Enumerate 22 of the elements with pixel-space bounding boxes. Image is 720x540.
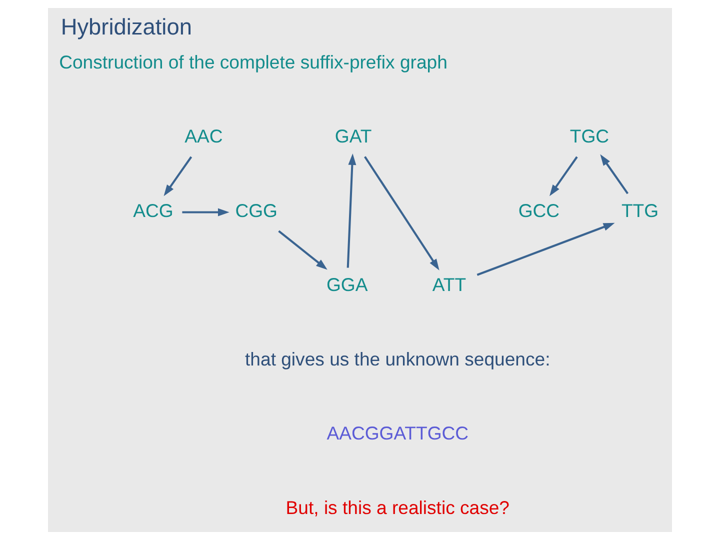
- node-text: ACG: [133, 200, 174, 221]
- arrow: [600, 154, 629, 194]
- label: But, is this a realistic case?: [286, 496, 510, 518]
- arrow: [278, 230, 328, 270]
- node-text: TGC: [570, 126, 610, 147]
- diagram-title: Hybridization: [60, 13, 192, 40]
- node-text: GGA: [326, 274, 368, 296]
- node-text: GCC: [518, 200, 560, 221]
- label: Construction of the complete suffix-prefix graph: [59, 51, 448, 72]
- arrow: [182, 208, 230, 216]
- node-text: AAC: [184, 126, 223, 147]
- arrow: [476, 222, 615, 276]
- label: that gives us the unknown sequence:: [245, 348, 550, 370]
- node-text: GAT: [334, 126, 372, 147]
- node-text: CGG: [235, 200, 278, 221]
- label: AACGGATTGCC: [326, 422, 469, 444]
- node-text: ATT: [432, 274, 466, 296]
- arrow: [550, 156, 578, 196]
- arrow: [346, 154, 356, 268]
- arrow: [164, 156, 192, 196]
- arrow: [364, 156, 440, 270]
- node-text: TTG: [621, 200, 659, 221]
